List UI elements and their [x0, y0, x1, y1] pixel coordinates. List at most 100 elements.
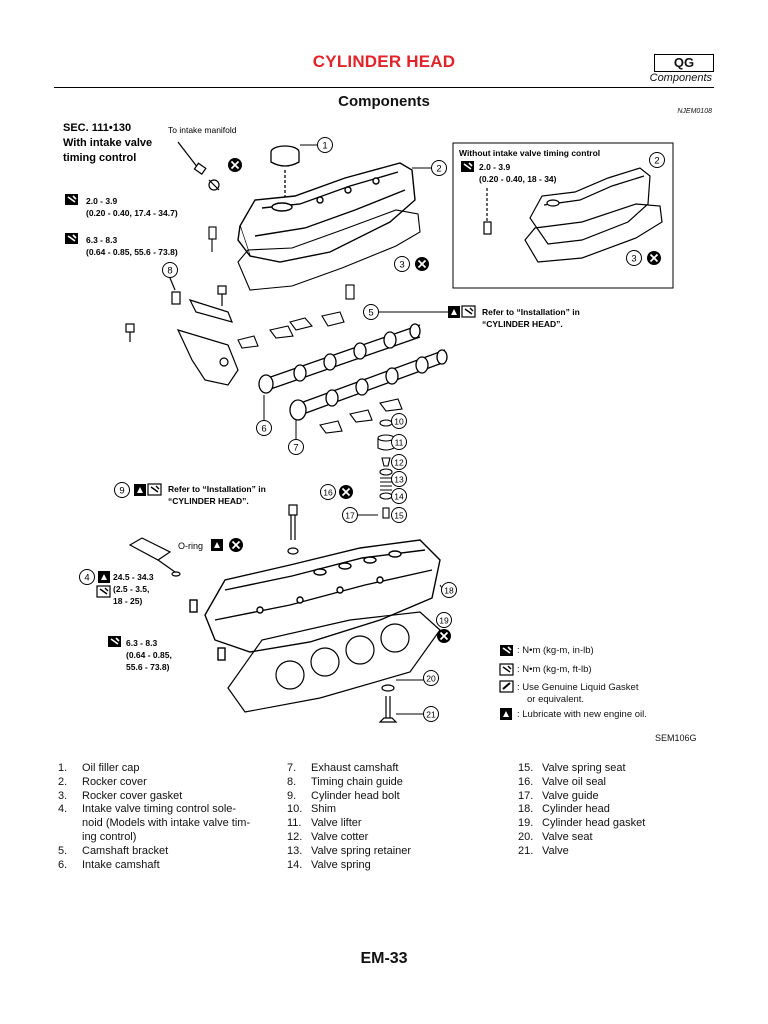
torque-wrench-icon: [107, 635, 122, 648]
replace-icon: [338, 484, 354, 500]
svg-text:10: 10: [394, 417, 404, 427]
list-item: 19.Cylinder head gasket: [518, 817, 646, 830]
exhaust-camshaft: [289, 349, 448, 421]
header-subtitle: Components: [649, 72, 712, 84]
note-cam-1: Refer to “Installation” in: [482, 307, 580, 317]
oil-filler-cap: [270, 145, 300, 200]
svg-text:3: 3: [631, 254, 636, 265]
svg-text:2: 2: [654, 156, 659, 167]
list-item: 20.Valve seat: [518, 830, 593, 843]
header-divider: [54, 87, 714, 88]
svg-text:1: 1: [322, 141, 327, 152]
cylinder-head: [189, 539, 441, 661]
replace-icon: [436, 628, 452, 644]
valve: [378, 684, 398, 723]
rocker-cover: [237, 162, 416, 263]
callout-20: 20: [423, 670, 439, 686]
list-item: 11.Valve lifter: [287, 817, 362, 830]
oil-can-icon: [500, 708, 512, 720]
cylinder-head-gasket: [227, 611, 441, 713]
list-item: 16.Valve oil seal: [518, 775, 606, 788]
list-item: 3.Rocker cover gasket: [58, 789, 183, 802]
torque-wrench-ft-icon: [461, 305, 476, 318]
list-item: 17.Valve guide: [518, 789, 599, 802]
callout-15: 15: [391, 507, 407, 523]
list-item: 21.Valve: [518, 844, 569, 857]
torque-wrench-icon: [64, 232, 79, 245]
callout-13: 13: [391, 471, 407, 487]
svg-text:4: 4: [84, 573, 89, 584]
note-bolt-2: “CYLINDER HEAD”.: [168, 496, 249, 506]
oil-can-icon: [98, 571, 110, 583]
replace-icon: [227, 157, 243, 173]
legend-2: : N•m (kg-m, ft-lb): [517, 664, 592, 675]
parts-list-col-3: 15.Valve spring seat 16.Valve oil seal 1…: [518, 762, 718, 859]
list-item: 14.Valve spring: [287, 858, 371, 871]
callout-16: 16: [320, 484, 336, 500]
list-item: 18.Cylinder head: [518, 803, 610, 816]
svg-text:18: 18: [444, 586, 454, 596]
parts-list-col-1: 1.Oil filler cap 2.Rocker cover 3.Rocker…: [58, 762, 268, 872]
callout-10: 10: [391, 413, 407, 429]
list-item: 2.Rocker cover: [58, 775, 147, 788]
inset-box: [452, 142, 674, 289]
callout-1: 1: [317, 137, 333, 153]
cylinder-head-bolt: [287, 504, 299, 555]
svg-text:21: 21: [426, 710, 436, 720]
torque-b-1: 6.3 - 8.3: [86, 235, 117, 245]
list-item: 8.Timing chain guide: [287, 775, 403, 788]
note-cam-2: “CYLINDER HEAD”.: [482, 319, 563, 329]
svg-text:11: 11: [395, 438, 404, 448]
callout-5: 5: [363, 304, 379, 320]
svg-text:3: 3: [399, 260, 404, 271]
sec-desc-1: With intake valve: [63, 137, 152, 149]
torque-wrench-icon: [499, 644, 514, 657]
inset-torque-1: 2.0 - 3.9: [479, 162, 510, 172]
callout-8: 8: [162, 262, 178, 278]
svg-text:19: 19: [439, 616, 449, 626]
callout-7: 7: [288, 439, 304, 455]
callout-12: 12: [391, 454, 407, 470]
oil-can-icon: [134, 484, 146, 496]
svg-text:16: 16: [323, 488, 333, 498]
intake-camshaft: [258, 323, 421, 394]
timing-chain-guide: [125, 277, 239, 386]
valve-stack: [377, 419, 395, 519]
torque-a-1: 2.0 - 3.9: [86, 196, 117, 206]
list-item: 5.Camshaft bracket: [58, 844, 169, 857]
list-item-cont: noid (Models with intake valve tim-: [82, 817, 251, 830]
callout-17: 17: [342, 507, 358, 523]
vtc-solenoid: [128, 537, 181, 577]
torque-wrench-ft-icon: [499, 663, 514, 676]
torque-wrench-icon: [64, 193, 79, 206]
svg-text:6: 6: [261, 424, 266, 435]
torque-b-2: (0.64 - 0.85, 55.6 - 73.8): [86, 247, 178, 257]
callout-21: 21: [423, 706, 439, 722]
callout-3-inset: 3: [626, 250, 642, 266]
svg-text:14: 14: [394, 492, 404, 502]
svg-text:20: 20: [426, 674, 436, 684]
svg-text:13: 13: [394, 475, 404, 485]
callout-3: 3: [394, 256, 410, 272]
oil-can-icon: [448, 306, 460, 318]
page-number: EM-33: [360, 950, 408, 967]
page-title: CYLINDER HEAD: [312, 52, 456, 71]
reference-code: NJEM0108: [677, 108, 712, 115]
callout-9: 9: [114, 482, 130, 498]
legend-3b: or equivalent.: [527, 694, 585, 705]
sec-desc-2: timing control: [63, 152, 136, 164]
callout-19: 19: [436, 612, 452, 628]
svg-text:7: 7: [293, 443, 298, 454]
oring-label: O-ring: [178, 541, 203, 551]
legend-3: : Use Genuine Liquid Gasket: [517, 682, 639, 693]
list-item: 15.Valve spring seat: [518, 762, 626, 774]
torque-a-2: (0.20 - 0.40, 17.4 - 34.7): [86, 208, 178, 218]
callout-2-inset: 2: [649, 152, 665, 168]
svg-text:2: 2: [436, 164, 441, 175]
legend-4: : Lubricate with new engine oil.: [517, 709, 647, 720]
replace-icon: [646, 250, 662, 266]
torque-wrench-icon: [460, 160, 475, 173]
callout-4: 4: [79, 569, 95, 585]
legend-1: : N•m (kg-m, in-lb): [517, 645, 594, 656]
torque-c-1: 24.5 - 34.3: [113, 572, 154, 582]
